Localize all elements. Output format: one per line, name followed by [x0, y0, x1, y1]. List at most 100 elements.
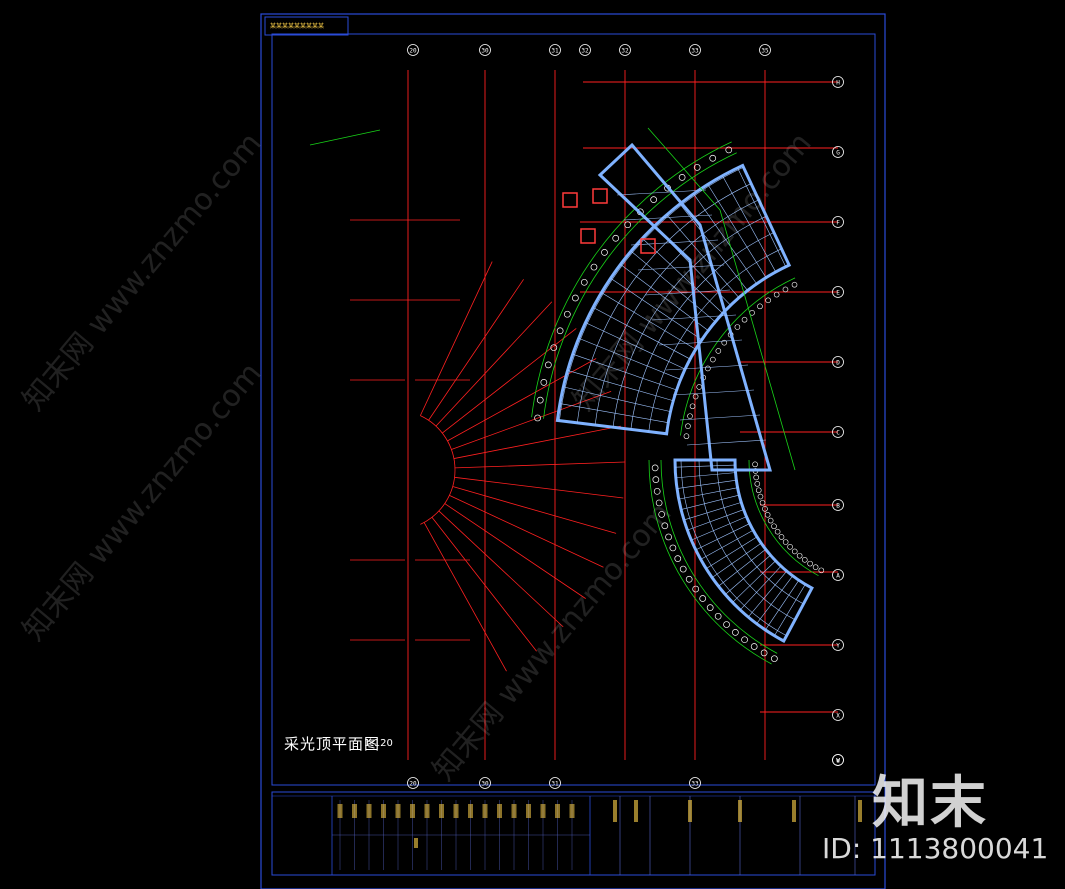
grid-label-bottom: 20 — [409, 781, 417, 788]
roof-upper-tick-marker — [693, 164, 701, 171]
roof-upper-tick-marker — [540, 379, 548, 386]
roof-lower-tick-marker — [699, 595, 707, 602]
grid-label-right: C — [836, 430, 840, 437]
radial-grid-line — [423, 522, 507, 672]
roof-lower-panel-arc — [698, 459, 796, 621]
roof-lower-tick-marker — [796, 552, 803, 559]
roof-lower-tick-marker — [774, 528, 781, 535]
grid-label-top: 30 — [481, 48, 489, 55]
roof-lower-panel-rib — [705, 536, 758, 569]
roof-upper-tick-marker — [687, 413, 693, 419]
roof-upper-tick-marker — [710, 356, 716, 363]
title-block-cell-text — [738, 800, 742, 822]
roof-upper-tick-marker — [773, 291, 780, 298]
title-block-cell-text — [352, 804, 357, 818]
radial-grid-line — [431, 517, 537, 652]
roof-lower-panel-arc — [680, 459, 787, 636]
roof-lower-panel-arc — [716, 459, 804, 605]
roof-lower-tick-marker — [762, 506, 768, 512]
roof-upper-tick-marker — [572, 294, 579, 302]
roof-lower-tick-marker — [778, 534, 785, 540]
grid-label-right: A — [836, 573, 840, 580]
roof-upper-tick-marker — [536, 396, 544, 404]
roof-wing-panel — [644, 289, 731, 296]
grid-label-right-bubble — [832, 639, 844, 651]
corner-title-box — [264, 16, 349, 36]
roof-upper-tick-marker — [556, 327, 564, 335]
grid-label-right-bubble — [832, 286, 844, 298]
roof-upper-tick-marker — [624, 221, 632, 229]
watermark-id: ID: 1113800041 — [822, 832, 1049, 865]
roof-lower-panel-rib — [675, 464, 736, 468]
watermark-brand: 知末 — [872, 771, 988, 836]
title-block-cell-text — [381, 804, 386, 818]
roof-upper-panel-rib — [737, 167, 787, 267]
drawing-title: 采光顶平面图 — [284, 735, 381, 753]
grid-label-right: E — [836, 290, 840, 297]
roof-lower-panel-rib — [718, 549, 766, 587]
title-block-cell-text — [858, 800, 862, 822]
dimension-leader — [309, 129, 381, 146]
roof-lower-tick-marker — [807, 560, 813, 567]
radial-grid-line — [452, 486, 617, 534]
radial-grid-line — [451, 390, 612, 450]
roof-lower-tick-marker — [741, 636, 748, 644]
grid-label-bottom: 30 — [481, 781, 489, 788]
roof-wing-panel — [616, 189, 707, 196]
grid-label-right: F — [836, 220, 840, 227]
grid-label-top-bubble — [479, 44, 491, 56]
radial-grid-arc — [420, 415, 456, 525]
title-block-cell-text — [439, 804, 444, 818]
roof-upper-panel-arc — [612, 215, 767, 428]
title-block-cell-text — [337, 804, 343, 818]
roof-wing-outline — [597, 142, 772, 472]
grid-label-right-bubble — [832, 709, 844, 721]
radial-grid-line — [447, 358, 597, 442]
radial-grid-line — [449, 494, 604, 568]
drawing-scale: 1:120 — [364, 738, 393, 749]
roof-upper-tick-marker — [550, 344, 558, 352]
roof-lower-tick-marker — [812, 564, 819, 570]
radial-grid-line — [453, 425, 621, 459]
roof-lower-panel-rib — [683, 502, 742, 521]
roof-upper-tick-marker — [692, 393, 699, 400]
roof-lower-tick-marker — [753, 474, 760, 481]
roof-lower-tick-marker — [771, 655, 778, 663]
grid-label-right: X — [836, 713, 840, 720]
roof-lower-panel-rib — [774, 584, 806, 636]
grid-label-top: 32 — [621, 48, 629, 55]
roof-upper-dimension-arc — [543, 152, 737, 419]
roof-lower-dimension-arc — [648, 459, 772, 665]
grid-label-right: Y — [836, 643, 840, 650]
title-block-cell-text — [792, 800, 796, 822]
roof-upper-tick-marker — [757, 303, 763, 310]
roof-lower-panel-rib — [739, 565, 782, 611]
roof-lower-tick-marker — [651, 464, 659, 472]
roof-lower-tick-marker — [674, 555, 682, 562]
roof-lower-tick-marker — [767, 517, 774, 524]
roof-wing-panel — [630, 239, 719, 246]
title-block — [271, 791, 876, 876]
grid-label-bottom-bubble — [549, 777, 561, 789]
highlight-marker — [640, 238, 656, 254]
grid-label-top-bubble — [407, 44, 419, 56]
roof-lower-tick-marker — [782, 539, 789, 545]
radial-grid-line — [444, 503, 586, 599]
roof-lower-tick-marker — [787, 544, 793, 550]
grid-label-top: 35 — [761, 48, 769, 55]
title-block-cell-text — [555, 804, 560, 818]
grid-label-right-bubble — [832, 569, 844, 581]
roof-lower-tick-marker — [658, 511, 666, 518]
roof-wing-panel — [651, 314, 737, 321]
grid-label-bottom: 33 — [691, 781, 699, 788]
roof-lower-panel-rib — [756, 575, 793, 624]
roof-upper-tick-marker — [580, 278, 588, 286]
roof-wing-panel — [665, 364, 749, 371]
roof-lower-panel-rib — [725, 554, 771, 595]
highlight-marker — [562, 192, 578, 208]
title-block-cell-text — [511, 804, 517, 818]
title-block-cell-text — [414, 838, 418, 848]
grid-label-top: 31 — [551, 48, 559, 55]
roof-lower-tick-marker — [732, 629, 739, 636]
